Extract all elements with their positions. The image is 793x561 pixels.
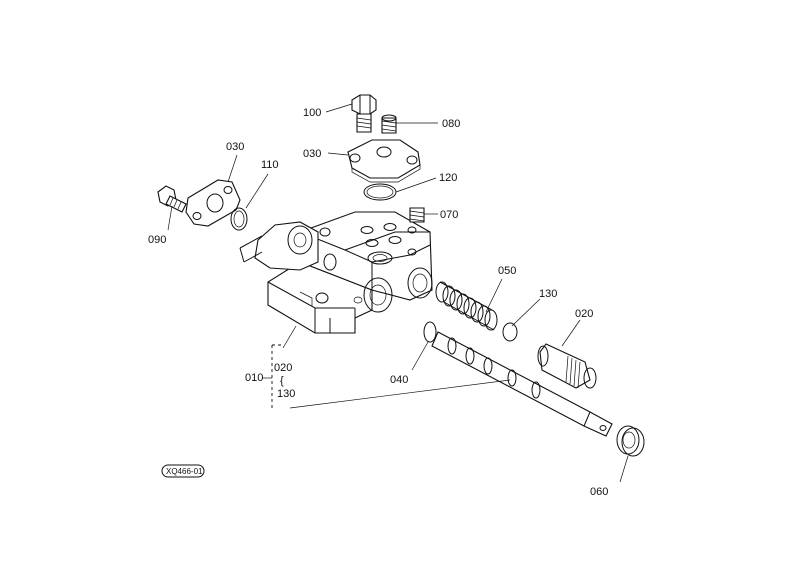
callout-090: 090	[148, 234, 166, 246]
callout-080: 080	[442, 118, 460, 130]
callout-050: 050	[498, 265, 516, 277]
seal-060	[616, 425, 645, 457]
top-cover-plate	[347, 139, 421, 183]
callout-040: 040	[390, 374, 408, 386]
plug-080	[381, 114, 397, 134]
callout-020-group: 020	[274, 362, 292, 374]
bolt-100	[351, 94, 377, 133]
callout-130-group: 130	[277, 388, 295, 400]
callout-060: 060	[590, 486, 608, 498]
callout-010: 010	[245, 372, 263, 384]
callout-110: 110	[261, 159, 279, 171]
drawing-code: XQ466-01	[166, 467, 203, 476]
plug-020	[537, 343, 597, 389]
o-ring-110	[230, 207, 248, 231]
valve-body	[239, 211, 433, 334]
o-ring-040	[423, 321, 437, 343]
callout-020-right: 020	[575, 308, 593, 320]
plug-070	[409, 207, 425, 223]
callout-070: 070	[440, 209, 458, 221]
o-ring-120	[363, 183, 397, 201]
left-flange-plate	[185, 179, 241, 227]
callout-130-right: 130	[539, 288, 557, 300]
leader-lines	[167, 103, 629, 483]
spring-050	[435, 281, 498, 331]
drawing-code-badge: XQ466-01	[161, 464, 205, 478]
callout-030-left: 030	[226, 141, 244, 153]
callout-030-top: 030	[303, 148, 321, 160]
o-ring-130	[502, 322, 518, 342]
callout-100: 100	[303, 107, 321, 119]
callout-120: 120	[439, 172, 457, 184]
spool	[431, 331, 613, 437]
callout-group-bracket: {	[280, 375, 284, 387]
bolt-090	[157, 185, 187, 213]
